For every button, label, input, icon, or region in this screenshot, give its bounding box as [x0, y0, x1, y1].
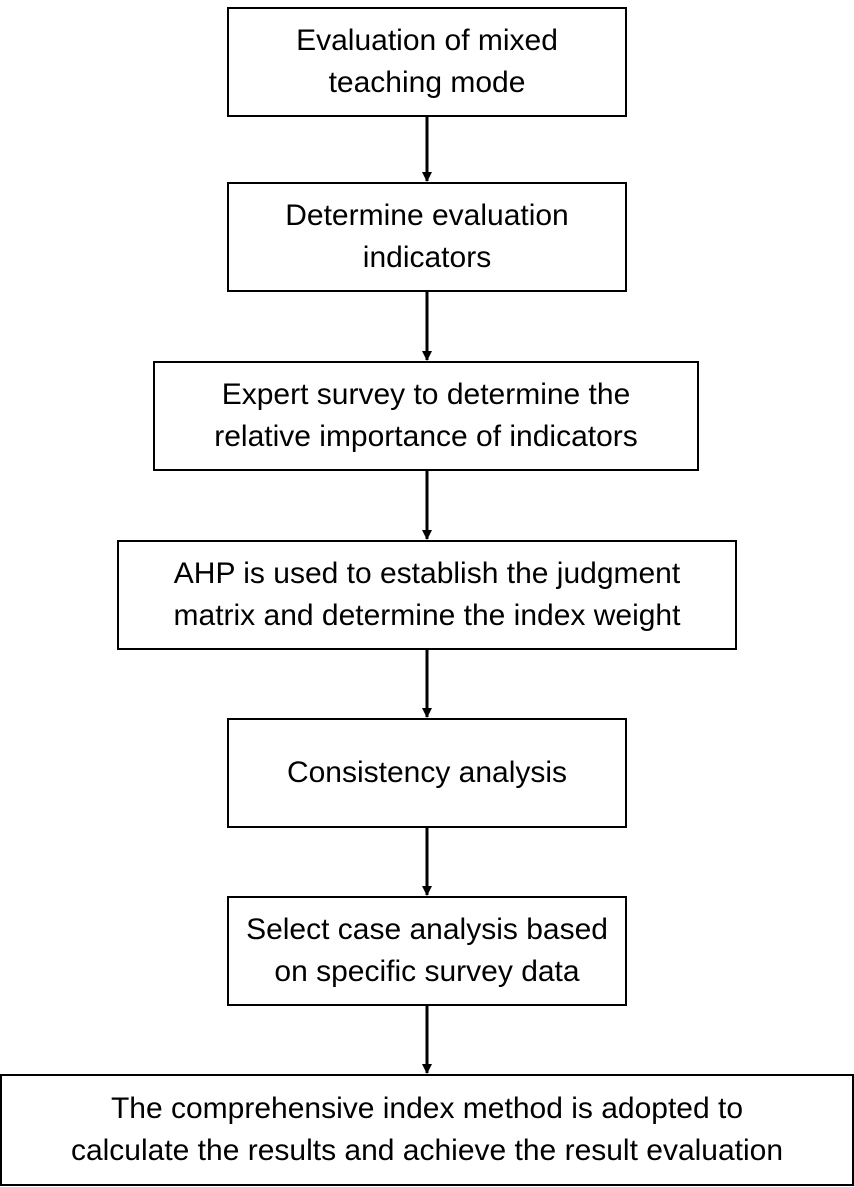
step-label-line: Determine evaluation	[285, 199, 569, 232]
step-label-line: AHP is used to establish the judgment	[173, 557, 681, 590]
step-label-line: teaching mode	[328, 66, 526, 99]
step-label-line: calculate the results and achieve the re…	[70, 1134, 784, 1167]
step-evaluation-mixed-teaching: Evaluation of mixed teaching mode	[227, 7, 627, 117]
step-case-analysis: Select case analysis based on specific s…	[227, 896, 627, 1006]
step-label-line: on specific survey data	[274, 955, 580, 988]
step-label-line: The comprehensive index method is adopte…	[110, 1092, 744, 1125]
step-determine-indicators: Determine evaluation indicators	[227, 182, 627, 292]
step-label-line: Expert survey to determine the	[221, 378, 631, 411]
step-ahp-judgment-matrix: AHP is used to establish the judgment ma…	[117, 540, 737, 650]
step-label-line: relative importance of indicators	[214, 420, 638, 453]
step-label-line: indicators	[362, 241, 492, 274]
step-label-line: Consistency analysis	[286, 756, 568, 789]
step-label-line: matrix and determine the index weight	[173, 599, 681, 632]
step-label-line: Evaluation of mixed	[296, 24, 558, 57]
step-expert-survey: Expert survey to determine the relative …	[153, 361, 699, 471]
step-label-line: Select case analysis based	[246, 913, 608, 946]
step-comprehensive-index: The comprehensive index method is adopte…	[0, 1074, 854, 1186]
step-consistency-analysis: Consistency analysis	[227, 718, 627, 828]
